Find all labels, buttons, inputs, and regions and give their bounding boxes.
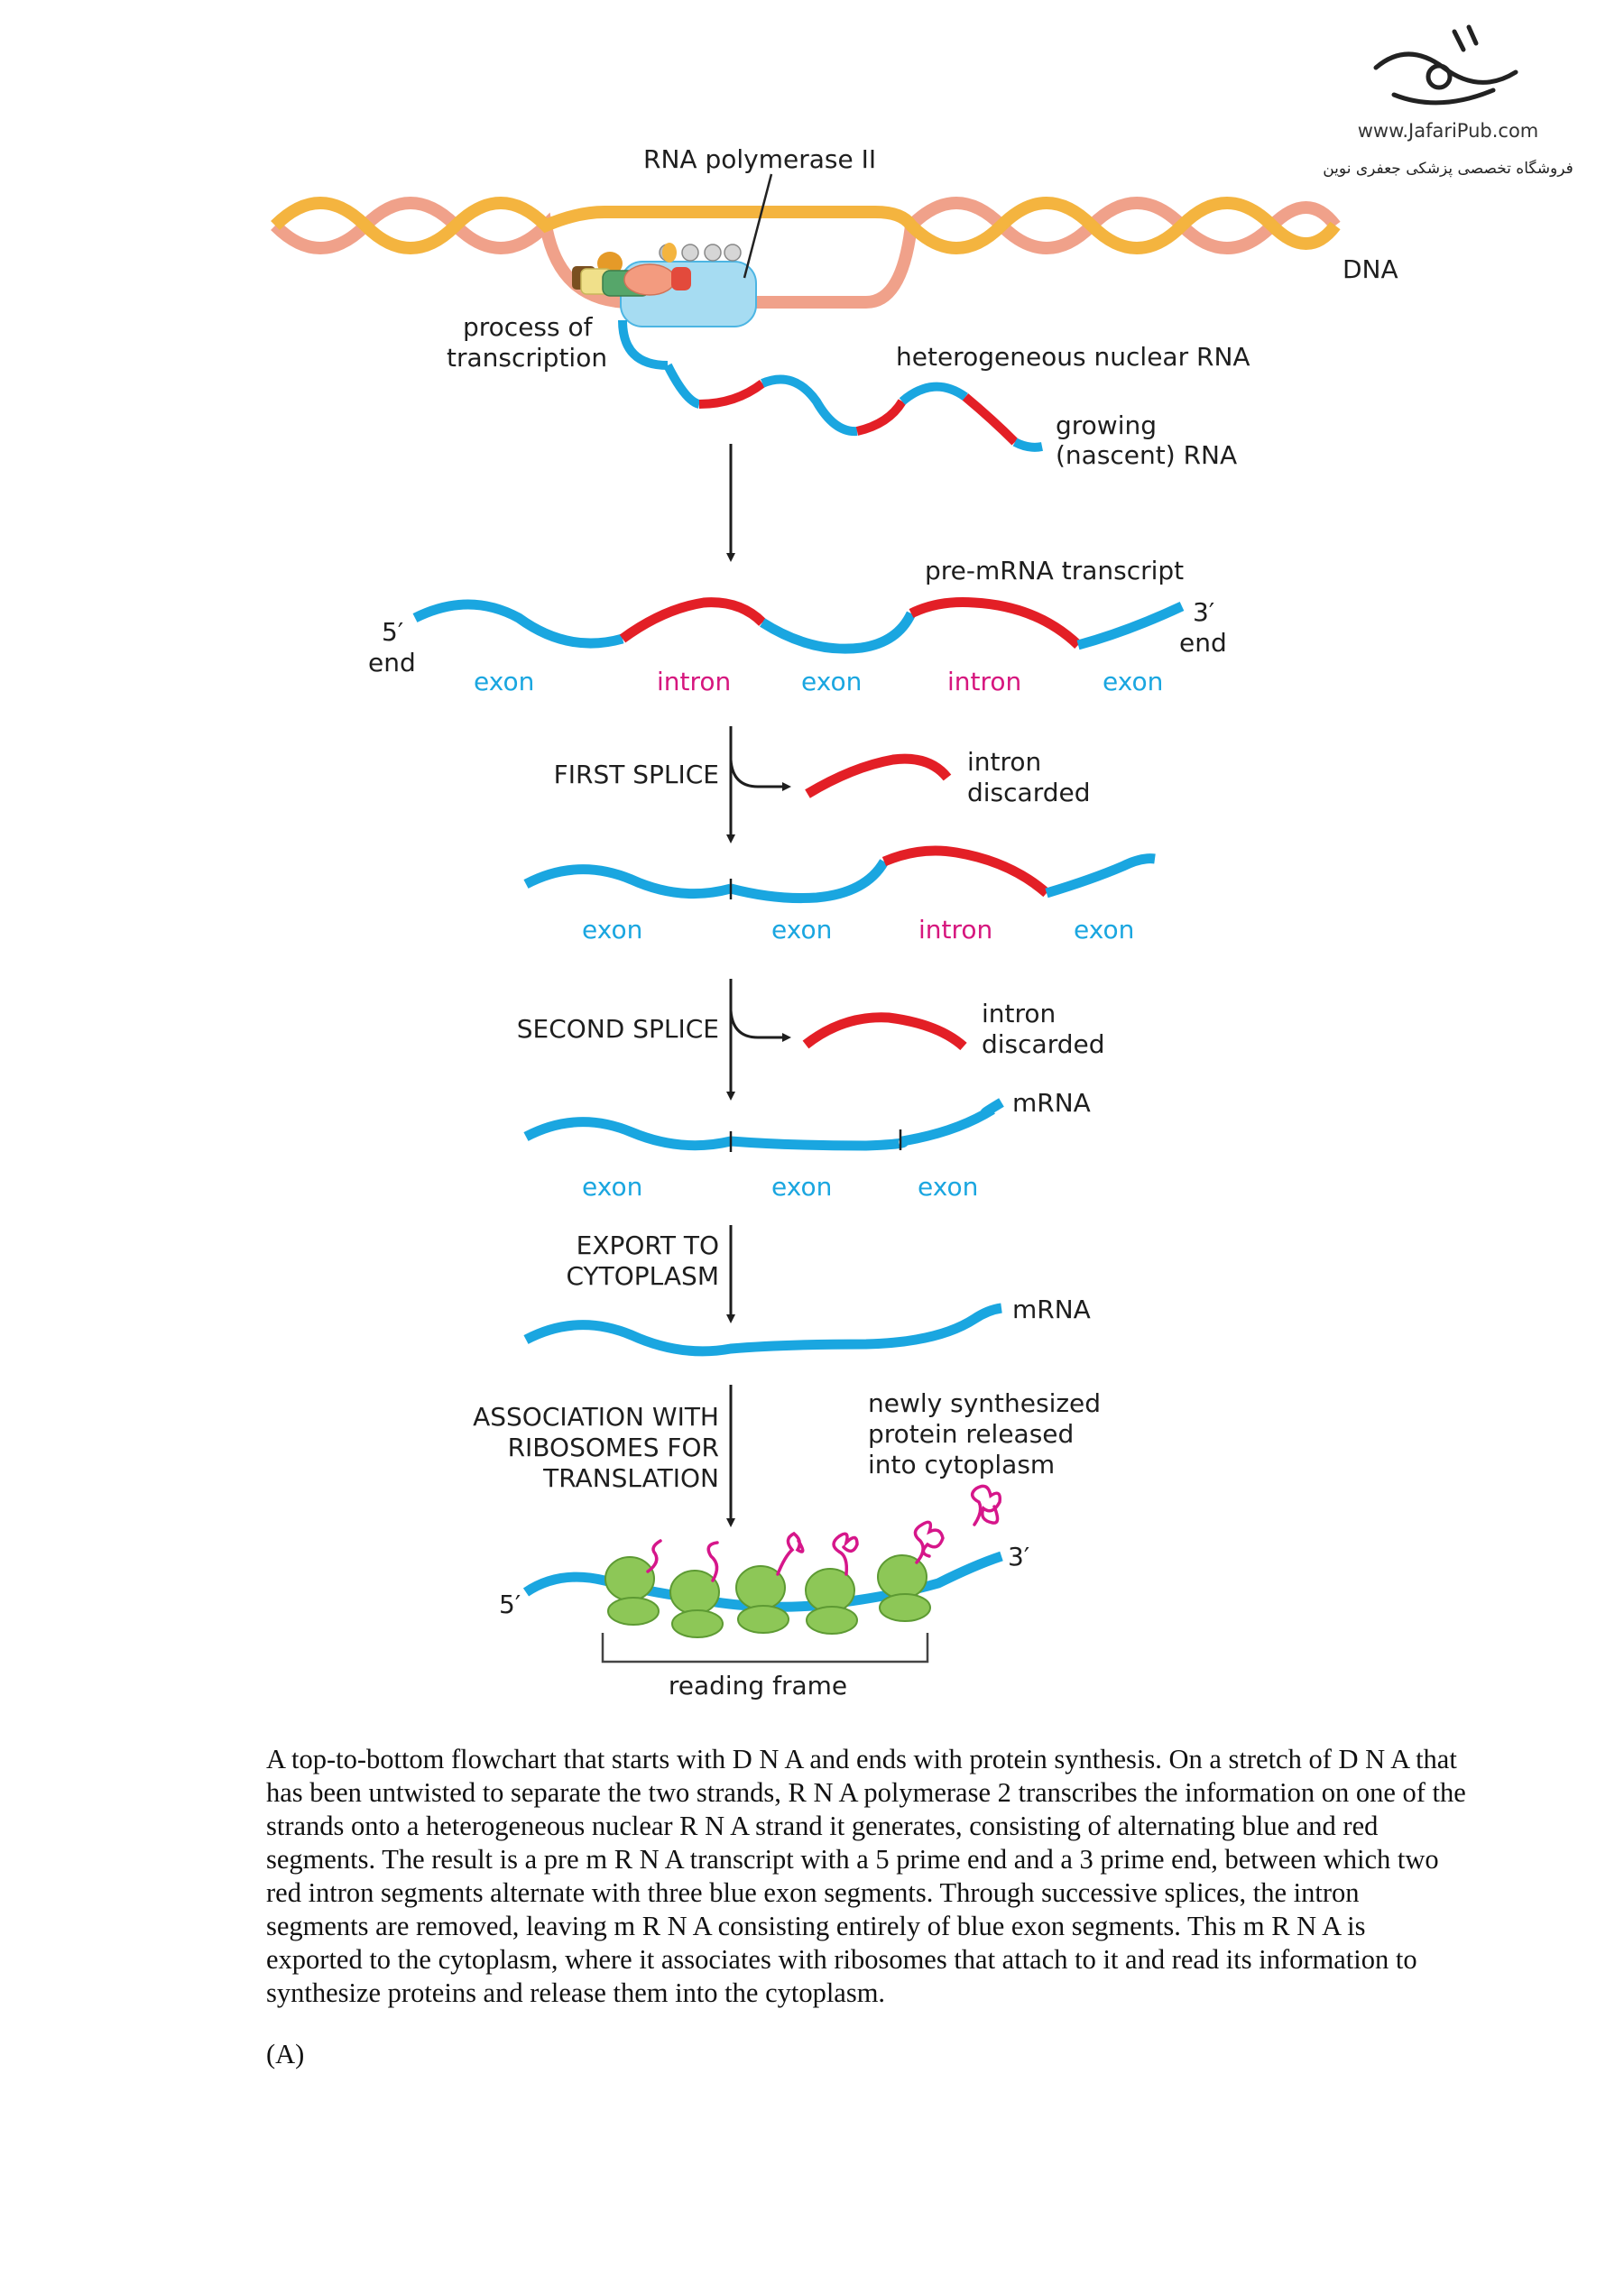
ribosome-3	[735, 1565, 789, 1634]
exported-mrna-strand	[523, 1303, 1002, 1357]
premrna-5prime: 5′	[382, 617, 403, 647]
reading-frame-bracket	[601, 1633, 929, 1664]
export-step-line1: EXPORT TO	[577, 1230, 719, 1260]
rna-polymerase-ii	[572, 243, 757, 327]
premrna-3prime: 3′	[1193, 597, 1214, 627]
second-splice-discard-line1: intron	[982, 999, 1056, 1028]
growing-rna-line2: (nascent) RNA	[1056, 440, 1237, 470]
ribosome-5	[877, 1554, 931, 1622]
premrna-5end: end	[368, 648, 416, 677]
ribosome-4	[805, 1568, 858, 1635]
second-splice-discard-line2: discarded	[982, 1029, 1105, 1059]
panel-label: (A)	[266, 2039, 305, 2069]
splice2-seg-label-2: exon	[771, 1172, 832, 1202]
premrna-intron-1	[619, 597, 766, 643]
first-splice-label: FIRST SPLICE	[554, 760, 719, 789]
first-splice-stage: FIRST SPLICE intron discarded exon exon …	[523, 726, 1156, 945]
reading-frame-label: reading frame	[669, 1671, 847, 1701]
hnrna-label: heterogeneous nuclear RNA	[896, 342, 1250, 372]
polymerase-pointer-line	[743, 173, 773, 279]
premrna-3end: end	[1179, 628, 1227, 658]
transcription-stage: DNA RNA polymerase II	[271, 144, 1398, 470]
first-splice-discard-line2: discarded	[967, 778, 1091, 807]
protein-chain-3	[776, 1531, 805, 1576]
translation-step-line1: ASSOCIATION WITH	[473, 1402, 719, 1432]
process-label-line1: process of	[463, 312, 594, 342]
pre-mrna-title: pre-mRNA transcript	[925, 556, 1184, 585]
logo-tagline: فروشگاه تخصصی پزشکی جعفری نوین	[1323, 159, 1573, 178]
protein-chain-1	[646, 1539, 662, 1573]
splice1-seg-label-1: exon	[582, 915, 642, 945]
process-label-line2: transcription	[447, 343, 607, 373]
premrna-seg-label-3: exon	[801, 667, 862, 696]
logo-emblem-icon	[1373, 24, 1518, 106]
premrna-seg-label-4: intron	[947, 667, 1021, 696]
translation-step-line2: RIBOSOMES FOR	[508, 1433, 719, 1462]
export-stage: EXPORT TO CYTOPLASM mRNA	[523, 1225, 1091, 1357]
premrna-intron-2	[909, 597, 1082, 650]
protein-released	[970, 1484, 1002, 1526]
export-step-line2: CYTOPLASM	[566, 1261, 719, 1291]
first-splice-discarded-intron	[805, 753, 952, 798]
second-splice-discarded-intron	[802, 1012, 967, 1051]
second-splice-mrna-label: mRNA	[1012, 1088, 1091, 1118]
protein-release-line1: newly synthesized	[868, 1388, 1101, 1418]
ribosome-1	[604, 1556, 660, 1626]
splice2-seg-label-3: exon	[918, 1172, 978, 1202]
growing-rna-line1: growing	[1056, 410, 1157, 440]
second-splice-label: SECOND SPLICE	[517, 1014, 719, 1044]
second-splice-branch-arrow	[729, 1009, 791, 1042]
premrna-exon-2	[760, 611, 916, 654]
splice1-seg-label-4: exon	[1074, 915, 1134, 945]
premrna-seg-label-5: exon	[1103, 667, 1163, 696]
splice1-exon-3	[1045, 853, 1156, 899]
premrna-seg-label-2: intron	[657, 667, 731, 696]
nascent-protein-chains	[646, 1484, 1002, 1582]
translation-stage: ASSOCIATION WITH RIBOSOMES FOR TRANSLATI…	[473, 1385, 1101, 1701]
premrna-seg-label-1: exon	[474, 667, 534, 696]
translation-5prime: 5′	[499, 1590, 521, 1619]
dna-strand-yellow	[271, 197, 1341, 254]
protein-chain-2	[706, 1541, 719, 1582]
first-splice-branch-arrow	[729, 759, 791, 791]
export-mrna-label: mRNA	[1012, 1295, 1091, 1324]
polymerase-label: RNA polymerase II	[643, 144, 876, 174]
protein-release-line3: into cytoplasm	[868, 1450, 1055, 1479]
protein-release-line2: protein released	[868, 1419, 1074, 1449]
splice1-exon-1	[523, 864, 733, 899]
pre-mrna-stage: pre-mRNA transcript 5′ end 3′ end exon i…	[368, 556, 1227, 696]
premrna-exon-1	[412, 599, 624, 649]
translation-3prime: 3′	[1008, 1542, 1029, 1571]
ribosome-2	[669, 1570, 724, 1638]
protein-chain-4	[832, 1532, 859, 1576]
figure-caption: A top-to-bottom flowchart that starts wi…	[266, 1744, 1466, 2008]
dna-label: DNA	[1343, 254, 1398, 284]
splice2-seg-label-1: exon	[582, 1172, 642, 1202]
premrna-exon-3	[1076, 602, 1185, 650]
splice2-mrna-strand	[523, 1098, 1004, 1151]
splice1-seg-label-2: exon	[771, 915, 832, 945]
splice1-intron	[881, 845, 1050, 898]
nascent-rna	[618, 319, 1043, 452]
first-splice-discard-line1: intron	[967, 747, 1041, 777]
splice1-exon-2	[729, 859, 889, 904]
splice1-seg-label-3: intron	[918, 915, 992, 945]
second-splice-stage: SECOND SPLICE intron discarded mRNA exon…	[517, 979, 1105, 1202]
logo-url: www.JafariPub.com	[1358, 120, 1539, 142]
translation-step-line3: TRANSLATION	[542, 1463, 719, 1493]
protein-chain-5	[913, 1520, 945, 1564]
publisher-logo: www.JafariPub.com فروشگاه تخصصی پزشکی جع…	[1323, 24, 1573, 178]
